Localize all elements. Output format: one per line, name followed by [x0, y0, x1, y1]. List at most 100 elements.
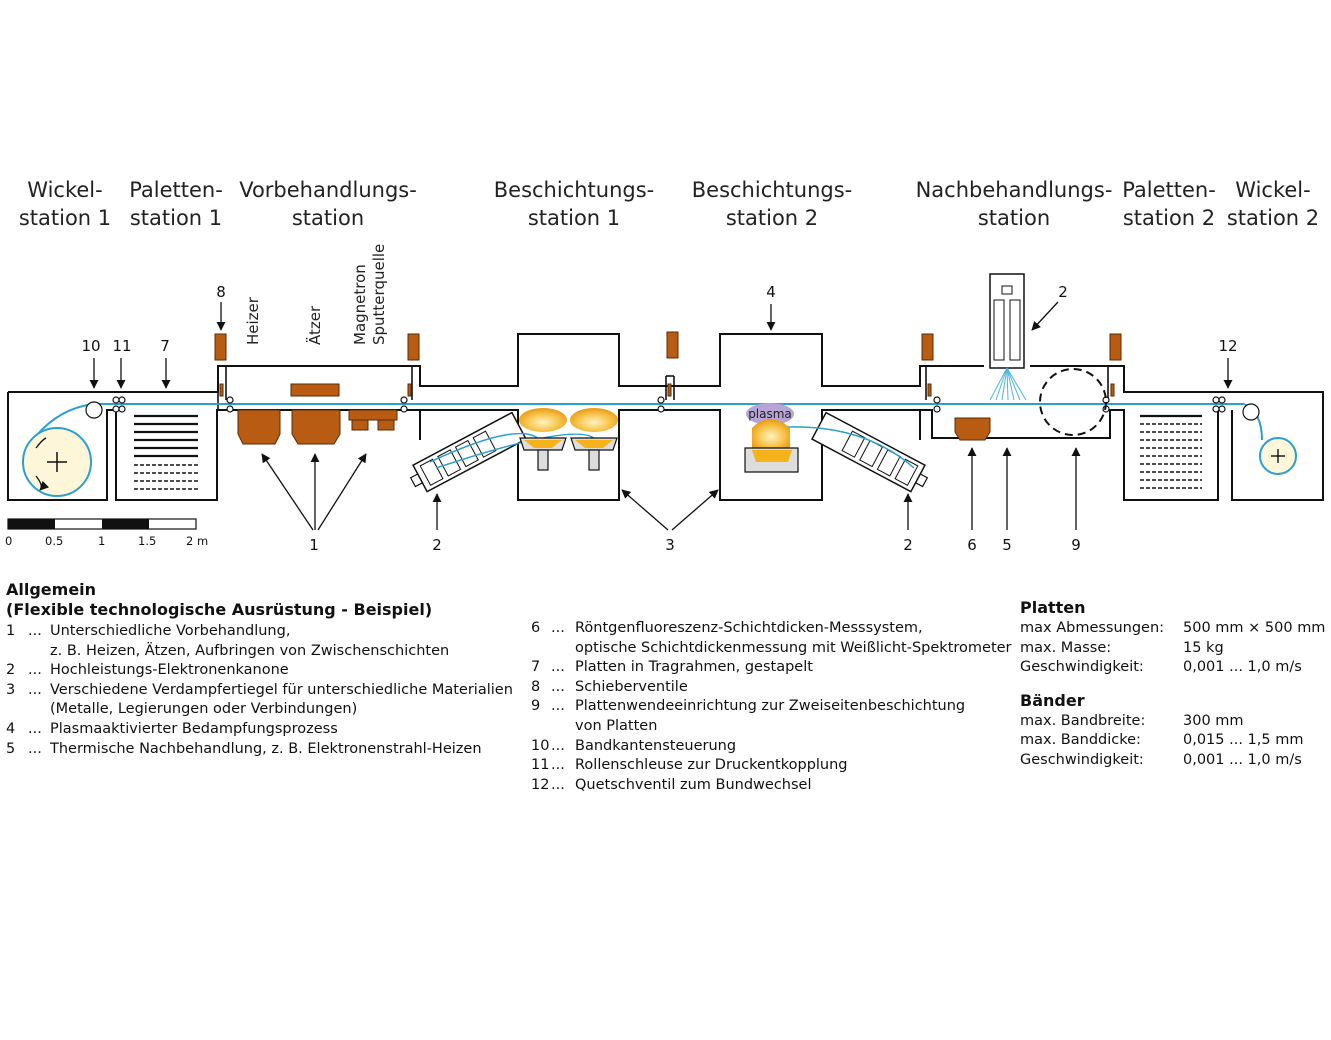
legend-number	[6, 700, 28, 720]
spec-value: 0,001 ... 1,0 m/s	[1183, 659, 1302, 676]
legend-number: 11	[531, 757, 550, 774]
legend-item: 11...Rollenschleuse zur Druckentkopplung	[531, 756, 1012, 776]
legend-number: 4	[6, 720, 16, 737]
electron-gun-right	[810, 411, 929, 493]
station-heading-line1: Wickel-	[27, 178, 103, 202]
spec-row: max. Masse: 15 kg	[1020, 639, 1325, 659]
label-magnetron: Magnetron	[351, 264, 369, 345]
label-aetzer: Ätzer	[305, 305, 324, 345]
legend-text: Hochleistungs-Elektronenkanone	[50, 662, 289, 679]
spec-row: Geschwindigkeit: 0,001 ... 1,0 m/s	[1020, 751, 1325, 771]
station-heading-line2: station	[977, 206, 1051, 230]
callout-4: 4	[766, 283, 776, 301]
callout-8: 8	[216, 283, 226, 301]
spec-key: Geschwindigkeit:	[1020, 751, 1144, 768]
wickel-roll-2	[1259, 437, 1297, 475]
legend-dots: ...	[28, 740, 42, 757]
legend-dots: ...	[551, 620, 565, 636]
legend-dots	[28, 700, 50, 720]
legend-text: Unterschiedliche Vorbehandlung,	[50, 623, 291, 639]
legend-dots	[28, 642, 50, 662]
legend-number	[6, 642, 28, 662]
legend-dots: ...	[551, 698, 565, 715]
station-heading: Nachbehandlungs-station	[916, 176, 1113, 232]
palette-stack-1	[134, 414, 198, 490]
legend-dots: ...	[551, 659, 565, 676]
legend-text: Röntgenfluoreszenz-Schichtdicken-Messsys…	[575, 620, 923, 636]
legend-dots: ...	[28, 681, 42, 698]
spec-value: 15 kg	[1183, 639, 1224, 656]
wickel-roll-1	[22, 427, 92, 497]
pretreatment-units	[237, 383, 991, 445]
spec-row: max. Bandbreite:300 mm	[1020, 712, 1325, 732]
legend-number	[531, 717, 551, 737]
label-heizer: Heizer	[244, 296, 262, 345]
callout-1: 1	[309, 536, 319, 554]
legend-number: 6	[531, 620, 541, 636]
station-heading-line1: Nachbehandlungs-	[915, 178, 1113, 202]
legend-number: 10	[531, 737, 550, 754]
plasma-label: plasma	[748, 407, 792, 421]
spec-key: max. Masse:	[1020, 639, 1112, 656]
spec-key: max Abmessungen:	[1020, 620, 1165, 636]
station-heading-line2: station	[291, 206, 365, 230]
legend-item: 5...Thermische Nachbehandlung, z. B. Ele…	[6, 740, 513, 760]
turning-device	[1039, 368, 1107, 436]
callout-12: 12	[1218, 337, 1237, 355]
legend-text: Quetschventil zum Bundwechsel	[575, 776, 812, 793]
station-heading-line1: Paletten-	[129, 178, 223, 202]
station-heading: Beschichtungs-station 1	[494, 176, 655, 232]
legend-number: 8	[531, 678, 541, 695]
inner-walls	[217, 366, 1109, 410]
station-heading-line2: station 1	[129, 206, 223, 230]
legend-text: Platten in Tragrahmen, gestapelt	[575, 659, 813, 676]
legend-item: 6... Röntgenfluoreszenz-Schichtdicken-Mes…	[531, 619, 1012, 639]
callout-6: 6	[967, 536, 977, 554]
beam-fan	[989, 367, 1027, 401]
callout-2-right: 2	[903, 536, 913, 554]
station-heading-line2: station 2	[725, 206, 819, 230]
spec-row: max. Banddicke:0,015 ... 1,5 mm	[1020, 731, 1325, 751]
legend-dots: ...	[28, 720, 42, 737]
spec-key: Geschwindigkeit:	[1020, 659, 1144, 676]
station-heading: Paletten-station 2	[1122, 176, 1216, 232]
callout-11: 11	[112, 337, 131, 355]
scale-tick: 2 m	[186, 534, 208, 548]
legend-text: Plasmaaktivierter Bedampfungsprozess	[50, 720, 338, 737]
legend-text: Verschiedene Verdampfertiegel für unters…	[50, 681, 513, 698]
spec-value: 0,001 ... 1,0 m/s	[1183, 751, 1302, 768]
station-heading-line1: Wickel-	[1235, 178, 1311, 202]
legend-right: 6... Röntgenfluoreszenz-Schichtdicken-Mes…	[531, 619, 1012, 795]
plasma-crucible	[744, 403, 799, 473]
spec-row: max Abmessungen:500 mm × 500 mm	[1020, 619, 1325, 639]
legend-text: (Metalle, Legierungen oder Verbindungen)	[50, 701, 358, 718]
legend-number: 9	[531, 698, 541, 715]
legend-text: Plattenwendeeinrichtung zur Zweiseitenbe…	[575, 698, 966, 715]
station-heading: Vorbehandlungs-station	[239, 176, 417, 232]
legend-dots: ...	[28, 662, 42, 679]
legend-item: von Platten	[531, 717, 1012, 737]
baender-title: Bänder	[1020, 690, 1085, 710]
legend-item: 7...Platten in Tragrahmen, gestapelt	[531, 658, 1012, 678]
station-heading: Wickel-station 1	[19, 176, 111, 232]
legend-title: Allgemein	[6, 580, 97, 599]
legend-number: 2	[6, 662, 16, 679]
legend-dots	[551, 639, 575, 659]
legend-item: z. B. Heizen, Ätzen, Aufbringen von Zwis…	[6, 642, 513, 662]
legend-dots: ...	[551, 678, 565, 695]
station-heading: Wickel-station 2	[1227, 176, 1319, 232]
legend-text: Bandkantensteuerung	[575, 737, 737, 754]
spec-row: Geschwindigkeit: 0,001 ... 1,0 m/s	[1020, 658, 1325, 678]
legend-text: z. B. Heizen, Ätzen, Aufbringen von Zwis…	[50, 642, 450, 659]
legend-dots: ...	[551, 737, 565, 754]
callout-2-left: 2	[432, 536, 442, 554]
crucibles-station-1	[519, 408, 618, 471]
callout-2-top: 2	[1058, 283, 1068, 301]
station-heading: Paletten-station 1	[129, 176, 223, 232]
callout-arrows	[89, 301, 1233, 531]
callout-10: 10	[81, 337, 100, 355]
legend-item: 12...Quetschventil zum Bundwechsel	[531, 776, 1012, 796]
